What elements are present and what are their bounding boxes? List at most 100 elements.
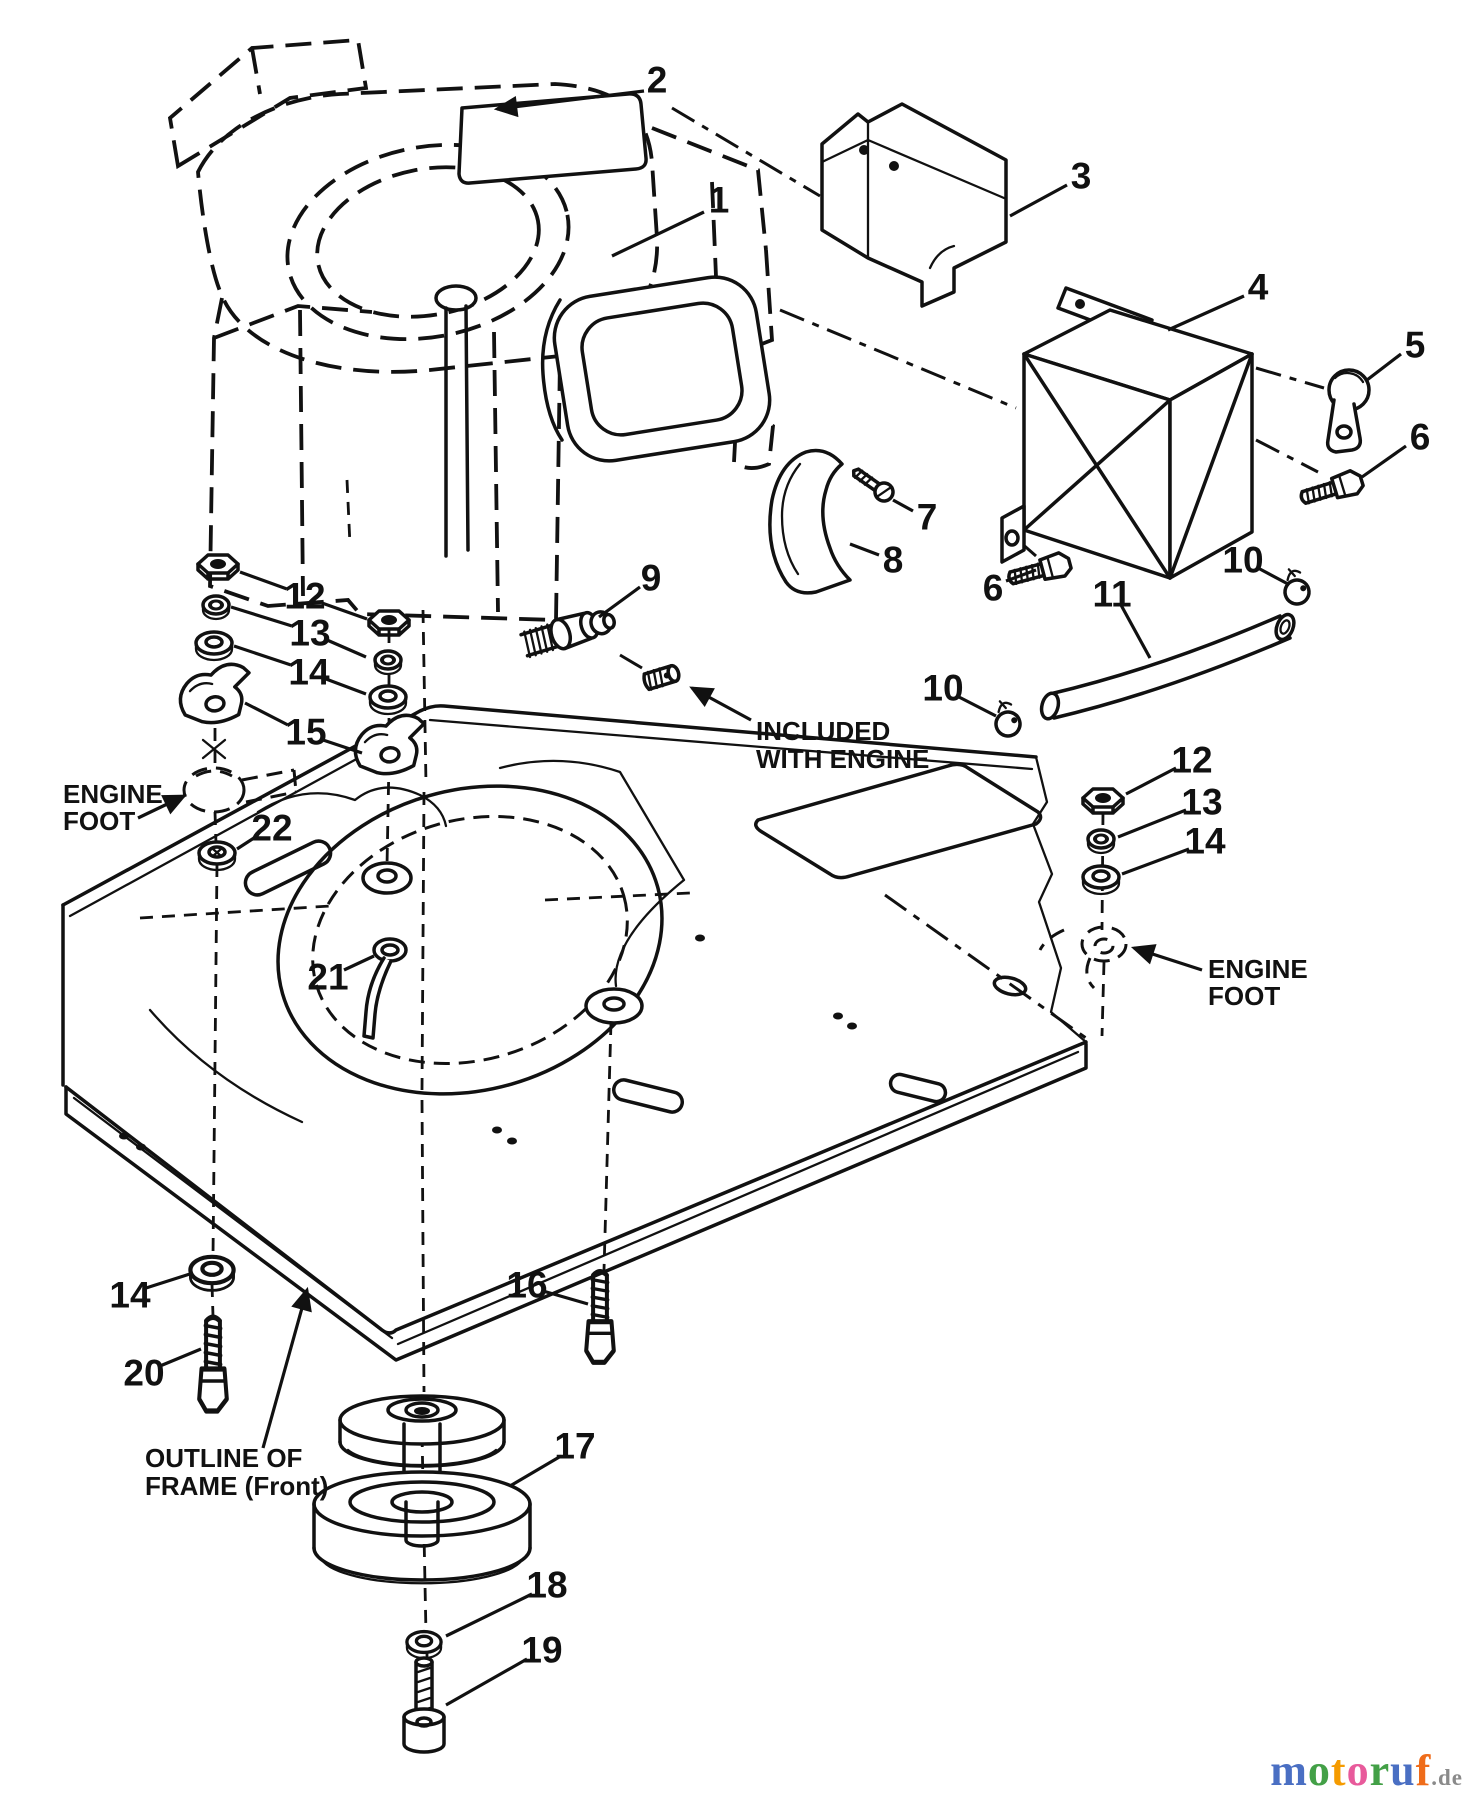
muffler bbox=[540, 275, 772, 463]
leader-line bbox=[892, 498, 914, 513]
leader-line bbox=[159, 1347, 202, 1368]
callout-10: 10 bbox=[922, 668, 963, 709]
leader-line bbox=[1117, 808, 1187, 839]
part-20-bolt bbox=[199, 1317, 227, 1411]
callout-3: 3 bbox=[1071, 156, 1092, 197]
callout-7: 7 bbox=[917, 497, 938, 538]
leader-line bbox=[542, 1289, 589, 1306]
callout-2: 2 bbox=[647, 60, 668, 101]
callout-18: 18 bbox=[526, 1565, 567, 1606]
callout-19: 19 bbox=[521, 1630, 562, 1671]
callout-14: 14 bbox=[1184, 821, 1226, 862]
callout-15: 15 bbox=[285, 712, 326, 753]
leader-line bbox=[145, 1271, 194, 1290]
leader-line bbox=[244, 701, 289, 727]
leader-line bbox=[611, 210, 705, 258]
leader-line bbox=[1121, 847, 1190, 876]
leader-line bbox=[321, 601, 368, 621]
frame bbox=[61, 704, 1088, 1362]
part-22-washer bbox=[197, 840, 237, 872]
leader-line bbox=[509, 1454, 562, 1488]
frame-holes bbox=[119, 934, 857, 1151]
callout-14: 14 bbox=[288, 652, 330, 693]
callout-4: 4 bbox=[1248, 267, 1269, 308]
watermark-letter: o bbox=[1307, 1746, 1331, 1795]
leader-line bbox=[343, 954, 375, 972]
part-19-bolt bbox=[402, 1656, 446, 1754]
part-7-screw bbox=[851, 467, 895, 503]
leader-line bbox=[956, 694, 997, 718]
leader-line bbox=[493, 89, 645, 118]
dipstick bbox=[434, 284, 478, 558]
callout-20: 20 bbox=[123, 1353, 164, 1394]
part-10-hose-clamp bbox=[994, 700, 1022, 738]
callout-13: 13 bbox=[1181, 782, 1222, 823]
leader-line bbox=[230, 605, 293, 628]
leader-line bbox=[1009, 183, 1068, 218]
part-6-bolt bbox=[1004, 549, 1075, 592]
leader-line bbox=[239, 570, 288, 591]
part-17-pulley bbox=[312, 1394, 532, 1585]
part-18-washer bbox=[405, 1629, 443, 1660]
callout-17: 17 bbox=[554, 1426, 595, 1467]
callout-16: 16 bbox=[506, 1265, 547, 1306]
leader-line bbox=[325, 677, 367, 696]
watermark-letter: u bbox=[1390, 1746, 1416, 1795]
foot-cross-mark bbox=[201, 738, 227, 760]
included-with-engine-arrow bbox=[689, 686, 752, 722]
leader-line bbox=[233, 644, 292, 667]
leader-line bbox=[1125, 766, 1177, 796]
callout-6: 6 bbox=[983, 568, 1004, 609]
watermark-letter: o bbox=[1346, 1746, 1370, 1795]
engine-foot-left-part bbox=[182, 766, 298, 814]
callout-21: 21 bbox=[307, 957, 348, 998]
leader-line bbox=[1257, 566, 1289, 586]
leader-line bbox=[236, 834, 258, 851]
leader-line bbox=[445, 1592, 533, 1638]
leader-line bbox=[1119, 604, 1152, 659]
watermark-suffix: .de bbox=[1431, 1765, 1463, 1790]
leader-line bbox=[849, 542, 880, 557]
leader-line bbox=[598, 585, 641, 619]
callout-11: 11 bbox=[1092, 574, 1131, 615]
leader-line bbox=[1361, 444, 1407, 479]
watermark-motoruf: motoruf.de bbox=[1270, 1745, 1463, 1796]
callout-12: 12 bbox=[1171, 740, 1212, 781]
included-fitting bbox=[642, 663, 681, 692]
part-11-hose bbox=[1039, 612, 1296, 721]
callout-13: 13 bbox=[289, 613, 330, 654]
part-5-clamp bbox=[1325, 368, 1371, 454]
part-21-pin bbox=[362, 937, 408, 1040]
callout-22: 22 bbox=[251, 808, 292, 849]
leader-line bbox=[326, 638, 367, 659]
callout-1: 1 bbox=[709, 180, 730, 221]
watermark-letter: t bbox=[1330, 1746, 1347, 1795]
watermark-letter: r bbox=[1369, 1746, 1391, 1795]
leader-line bbox=[1366, 352, 1402, 382]
part-6-bolt bbox=[1296, 466, 1367, 512]
watermark-letter: m bbox=[1270, 1746, 1308, 1795]
part-4-control-box bbox=[1000, 286, 1254, 580]
part-3-cover bbox=[820, 102, 1008, 308]
part-16-bolt bbox=[586, 1272, 614, 1363]
leader-line bbox=[322, 738, 363, 755]
engine-foot-right-arrow bbox=[1130, 944, 1203, 972]
part-10-hose-clamp bbox=[1283, 568, 1311, 606]
watermark-letter: f bbox=[1415, 1746, 1432, 1795]
engine-foot-right-part bbox=[1038, 925, 1128, 990]
callout-6: 6 bbox=[1410, 417, 1431, 458]
watermark-letters: motoruf bbox=[1270, 1746, 1431, 1795]
part-9-fitting bbox=[519, 610, 616, 659]
callout-10: 10 bbox=[1222, 540, 1263, 581]
leader-line bbox=[1005, 568, 1037, 583]
callout-14: 14 bbox=[109, 1275, 151, 1316]
callout-5: 5 bbox=[1405, 325, 1426, 366]
callout-12: 12 bbox=[284, 576, 325, 617]
